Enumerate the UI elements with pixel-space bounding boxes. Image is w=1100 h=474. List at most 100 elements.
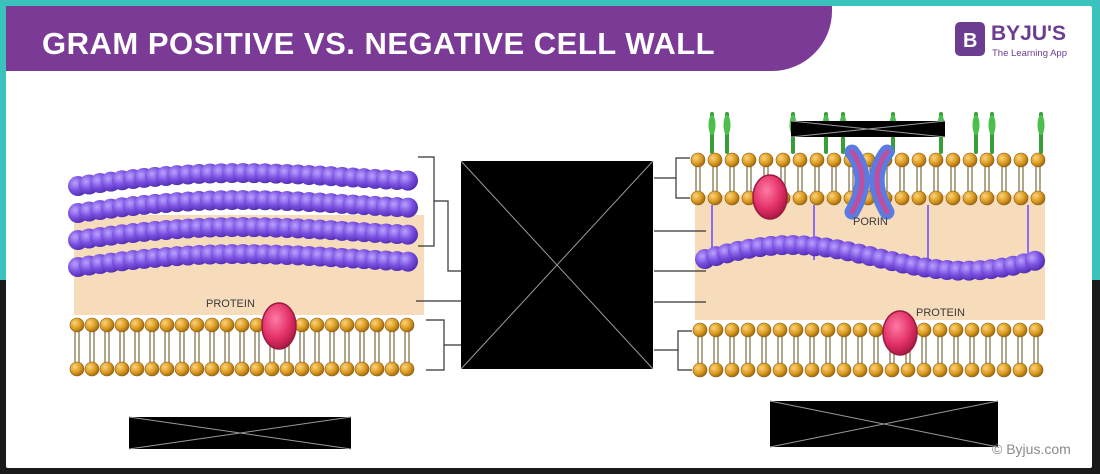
lps-oantigen xyxy=(973,115,980,135)
lipid-head xyxy=(205,362,219,376)
lipid-head xyxy=(160,318,174,332)
lipid-head xyxy=(895,153,909,167)
lipid-head xyxy=(708,153,722,167)
lipid-head xyxy=(997,153,1011,167)
lipid-head xyxy=(130,362,144,376)
lipid-head xyxy=(295,318,309,332)
lipid-head xyxy=(949,323,963,337)
lipid-head xyxy=(1029,363,1043,377)
lipid-head xyxy=(1031,153,1045,167)
lipid-head xyxy=(130,318,144,332)
lipid-head xyxy=(741,323,755,337)
lipid-head xyxy=(853,323,867,337)
lipid-head xyxy=(709,323,723,337)
lipid-head xyxy=(933,323,947,337)
lipid-head xyxy=(963,153,977,167)
lipid-head xyxy=(827,191,841,205)
gram-negative-plasma-membrane xyxy=(693,323,1043,377)
lipid-head xyxy=(325,318,339,332)
lipid-head xyxy=(265,362,279,376)
lipid-head xyxy=(980,191,994,205)
redacted-center-label-box xyxy=(461,161,653,369)
lipid-head xyxy=(965,323,979,337)
lipid-head xyxy=(917,323,931,337)
lipid-head xyxy=(789,323,803,337)
redacted-gram-negative-title xyxy=(770,401,998,447)
gram-positive-protein-label: PROTEIN xyxy=(206,298,255,310)
lipid-head xyxy=(340,318,354,332)
lipid-head xyxy=(793,191,807,205)
copyright-text: © Byjus.com xyxy=(992,441,1071,457)
gram-negative-inner-protein xyxy=(883,311,917,355)
lipid-head xyxy=(355,362,369,376)
lps-oantigen xyxy=(1038,115,1045,135)
lipid-head xyxy=(400,362,414,376)
porin-label: PORIN xyxy=(853,216,888,228)
lipid-head xyxy=(789,363,803,377)
lipid-head xyxy=(965,363,979,377)
lipid-head xyxy=(821,363,835,377)
lipid-head xyxy=(805,363,819,377)
lipid-head xyxy=(1013,323,1027,337)
lipid-head xyxy=(325,362,339,376)
lipid-head xyxy=(691,153,705,167)
lipid-head xyxy=(385,362,399,376)
lipid-head xyxy=(708,191,722,205)
lipid-head xyxy=(85,318,99,332)
lps-oantigen xyxy=(724,115,731,135)
lipid-head xyxy=(929,153,943,167)
lipid-head xyxy=(912,153,926,167)
gram-positive-protein xyxy=(262,303,296,349)
gram-negative-outer-protein xyxy=(753,175,787,219)
lipid-head xyxy=(725,153,739,167)
lipid-head xyxy=(1031,191,1045,205)
lipid-head xyxy=(370,362,384,376)
lipid-head xyxy=(821,323,835,337)
lipid-head xyxy=(145,362,159,376)
lipid-head xyxy=(929,191,943,205)
lipid-head xyxy=(385,318,399,332)
peptidoglycan-bead xyxy=(398,225,418,245)
peptidoglycan-bead xyxy=(398,198,418,218)
lipid-head xyxy=(895,191,909,205)
lipid-head xyxy=(160,362,174,376)
lipid-head xyxy=(340,362,354,376)
lipid-head xyxy=(725,191,739,205)
lipid-head xyxy=(901,363,915,377)
lipid-head xyxy=(946,191,960,205)
redacted-lps-label xyxy=(791,121,945,137)
lipid-head xyxy=(145,318,159,332)
lipid-head xyxy=(310,362,324,376)
lipid-head xyxy=(853,363,867,377)
redacted-gram-positive-title xyxy=(129,417,351,449)
lipid-head xyxy=(997,363,1011,377)
lps-oantigen xyxy=(989,115,996,135)
lipid-head xyxy=(190,362,204,376)
lipid-head xyxy=(205,318,219,332)
lipid-head xyxy=(100,362,114,376)
lipid-head xyxy=(175,318,189,332)
lipid-head xyxy=(115,362,129,376)
lipid-head xyxy=(980,153,994,167)
lipid-head xyxy=(776,153,790,167)
lipid-head xyxy=(693,323,707,337)
lipid-head xyxy=(693,363,707,377)
lipid-head xyxy=(70,362,84,376)
lipid-head xyxy=(933,363,947,377)
lipid-head xyxy=(912,191,926,205)
lipid-head xyxy=(949,363,963,377)
lipid-head xyxy=(827,153,841,167)
lipid-head xyxy=(742,153,756,167)
lipid-head xyxy=(220,362,234,376)
lipid-head xyxy=(869,363,883,377)
lipid-head xyxy=(997,323,1011,337)
lipid-head xyxy=(757,323,771,337)
lipid-head xyxy=(997,191,1011,205)
lipid-head xyxy=(1014,153,1028,167)
lipid-head xyxy=(250,362,264,376)
lipid-head xyxy=(190,318,204,332)
lipid-head xyxy=(869,323,883,337)
lipid-head xyxy=(85,362,99,376)
